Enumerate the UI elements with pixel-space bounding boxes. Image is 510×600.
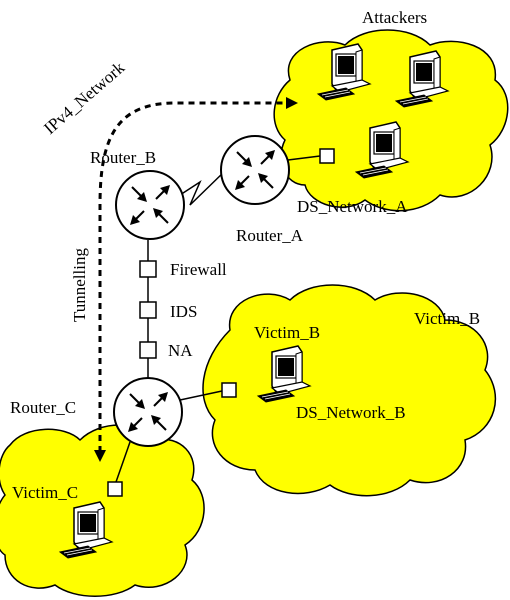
victim-c-interface-icon [107,481,123,497]
serial-link-b-a [179,169,227,206]
firewall-box-icon [139,260,157,278]
ids-box-icon [139,301,157,319]
tunnel-arrowhead-right [286,97,298,109]
victim-b-label: Victim_B [414,309,480,328]
firewall-label: Firewall [170,260,227,279]
router-a-label: Router_A [236,226,304,245]
link-router-a-interface [287,155,321,161]
na-box-icon [139,341,157,359]
victim-b-cloud [202,284,497,497]
tunnelling-label: Tunnelling [70,247,89,322]
tunnel-arrowhead-down [94,450,106,462]
ids-label: IDS [170,302,197,321]
router-b-label: Router_B [90,148,156,167]
tunnel-path [98,101,288,452]
ipv4-network-label: IPv4_Network [40,58,128,138]
router-c-icon [113,377,183,447]
victim-b-host-label: Victim_B [254,323,320,342]
router-a-icon [220,135,290,205]
link-router-c-victim-b [179,390,223,401]
victim-c-label: Victim_C [12,483,78,502]
ds-network-a-interface-icon [319,148,335,164]
ds-network-b-interface-icon [221,382,237,398]
na-label: NA [168,341,193,360]
attackers-cloud [273,29,509,212]
attackers-label: Attackers [362,8,427,27]
link-router-c-victim-c [115,441,131,483]
router-b-icon [115,170,185,240]
router-c-label: Router_C [10,398,76,417]
ds-network-a-label: DS_Network_A [297,197,408,216]
ds-network-b-label: DS_Network_B [296,403,406,422]
